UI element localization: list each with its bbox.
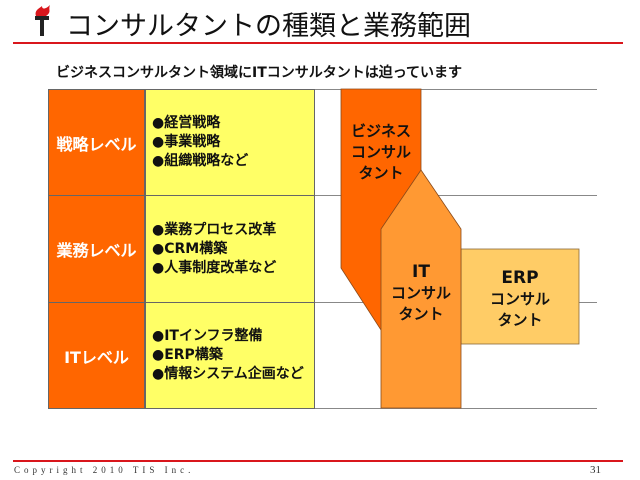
label-line: コンサル bbox=[350, 143, 411, 161]
grid-line bbox=[48, 302, 597, 303]
list-item: ●事業戦略 bbox=[152, 134, 221, 150]
erp-consultant-label: ERP コンサル タント bbox=[461, 268, 579, 331]
it-consultant-label: IT コンサル タント bbox=[381, 262, 461, 325]
footer-divider bbox=[13, 460, 623, 462]
torch-icon bbox=[35, 5, 50, 36]
list-item: ●人事制度改革など bbox=[152, 259, 277, 276]
level-business-items: ●業務プロセス改革 ●CRM構築 ●人事制度改革など bbox=[145, 195, 315, 303]
list-item: ●ERP構築 bbox=[152, 347, 223, 363]
label-line: IT bbox=[412, 262, 430, 282]
label-line: ビジネス bbox=[350, 122, 411, 140]
label-line: ERP bbox=[501, 268, 539, 288]
page-number: 31 bbox=[590, 464, 601, 476]
subtitle: ビジネスコンサルタント領域にITコンサルタントは迫っています bbox=[56, 65, 463, 81]
list-item: ●業務プロセス改革 bbox=[152, 221, 277, 238]
erp-consultant-shape bbox=[460, 248, 580, 345]
page-title: コンサルタントの種類と業務範囲 bbox=[66, 11, 471, 42]
list-item: ●組織戦略など bbox=[152, 153, 249, 169]
level-strategy-items: ●経営戦略 ●事業戦略 ●組織戦略など bbox=[145, 89, 315, 196]
level-business: 業務レベル bbox=[48, 195, 145, 303]
grid-line bbox=[48, 89, 597, 90]
label-line: コンサル bbox=[489, 290, 550, 308]
label-line: タント bbox=[497, 311, 543, 329]
grid-line bbox=[48, 408, 597, 409]
list-item: ●経営戦略 bbox=[152, 115, 221, 131]
list-item: ●ITインフラ整備 bbox=[152, 328, 263, 344]
level-strategy: 戦略レベル bbox=[48, 89, 145, 196]
level-it: ITレベル bbox=[48, 302, 145, 409]
it-consultant-shape bbox=[380, 169, 462, 409]
list-item: ●情報システム企画など bbox=[152, 366, 304, 382]
label-line: コンサル bbox=[390, 284, 451, 302]
label-line: タント bbox=[358, 164, 404, 182]
level-it-items: ●ITインフラ整備 ●ERP構築 ●情報システム企画など bbox=[145, 302, 315, 409]
title-divider bbox=[13, 42, 623, 44]
grid-line bbox=[48, 195, 597, 196]
business-consultant-label: ビジネス コンサル タント bbox=[341, 121, 421, 184]
copyright: Copyright 2010 TIS Inc. bbox=[14, 465, 195, 475]
list-item: ●CRM構築 bbox=[152, 240, 228, 257]
label-line: タント bbox=[398, 305, 444, 323]
